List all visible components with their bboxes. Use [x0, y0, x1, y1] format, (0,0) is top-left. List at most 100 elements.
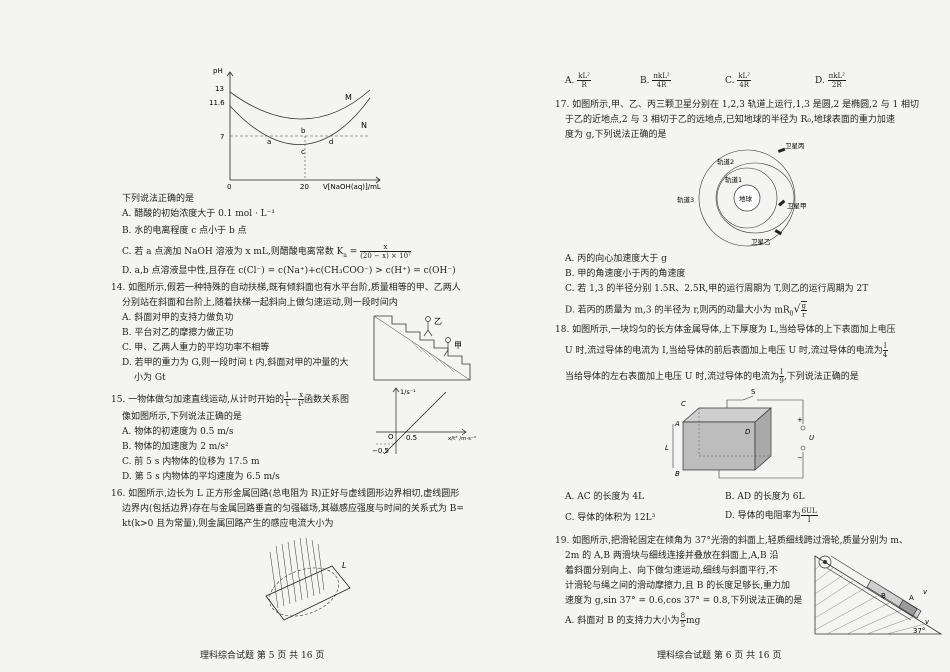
q17-r0-sub: 0 — [789, 310, 794, 318]
q13-option-c-text: C. 若 a 点滴加 NaOH 溶液为 x mL,则醋酸电离常数 K — [122, 247, 344, 257]
label-sat-bing: 卫星丙 — [785, 142, 805, 150]
q16-option-d-letter: D. — [815, 76, 825, 86]
q13-option-b: B. 水的电离程度 c 点小于 b 点 — [122, 226, 247, 236]
fig-label-jia: 甲 — [454, 341, 462, 350]
q18-option-c: C. 导体的体积为 12L³ — [565, 513, 656, 523]
q17-line1: 17. 如图所示,甲、乙、丙三颗卫星分别在 1,2,3 轨道上运行,1,3 是圆… — [555, 100, 920, 110]
q16-option-b-num: πkL² — [652, 72, 671, 81]
q17-sqrt-num: g — [800, 302, 807, 311]
q16-option-a-den: R — [581, 81, 587, 89]
q17-line2: 于乙的近地点,2 与 3 相切于乙的远地点,已知地球的半径为 R₀,地球表面的重… — [565, 115, 895, 125]
q16-option-d-den: 2R — [831, 81, 842, 89]
fig-label-l: L — [342, 561, 346, 570]
fig-label-yi: 乙 — [434, 317, 442, 326]
label-minus: − — [797, 454, 803, 462]
x-tick-0: 0 — [227, 183, 231, 191]
q15-frac-1-den: t — [285, 400, 289, 408]
q13-option-d: D. a,b 点溶液显中性,且存在 c(Cl⁻) = c(Na⁺)+c(CH₃C… — [122, 266, 456, 276]
q18-line3-den: 9 — [779, 377, 784, 385]
q19-option-a-den: 5 — [680, 621, 686, 629]
left-page: pH 13 11.6 7 0 20 V[NaOH(aq)]/mL M N a b… — [111, 67, 476, 661]
ph-tick-13: 13 — [215, 85, 224, 93]
q19-option-a-post: mg — [686, 616, 701, 626]
q14-option-b: B. 平台对乙的摩擦力做正功 — [122, 328, 234, 338]
q15-option-b: B. 物体的加速度为 2 m/s² — [122, 442, 229, 452]
q16-option-c-den: 4R — [739, 81, 750, 89]
q18-option-b: B. AD 的长度为 6L — [725, 492, 805, 502]
label-velocity-1: v — [923, 588, 928, 596]
curve-label-m: M — [345, 93, 352, 102]
q15-frac-2-den: t² — [298, 400, 304, 408]
q19-line5: 速度为 g,sin 37° = 0.6,cos 37° = 0.8,下列说法正确… — [565, 596, 803, 606]
q18-line2-text: U 时,流过导体的电流为 I,当给导体的前后表面加上电压 U 时,流过导体的电流… — [565, 346, 883, 356]
q18-line2: U 时,流过导体的电流为 I,当给导体的前后表面加上电压 U 时,流过导体的电流… — [565, 342, 888, 359]
q13-ka-num: x — [360, 243, 411, 252]
q18-option-d-den: I — [807, 516, 811, 524]
q15-frac-2-num: x — [298, 391, 305, 400]
q16-option-a-num: kL² — [577, 72, 591, 81]
q16-line2: 边界内(包括边界)存在与金属回路垂直的匀强磁场,其磁感应强度与时间的关系式为 B… — [122, 504, 464, 514]
q16-option-c-num: kL² — [737, 72, 752, 81]
q16-option-c-letter: C. — [725, 76, 735, 86]
q13-ka-sub: a — [343, 251, 347, 259]
q15-graph-origin: O — [388, 433, 394, 441]
q14-option-d-line1: D. 若甲的重力为 G,则一段时间 t 内,斜面对甲的冲量的大 — [122, 358, 349, 368]
q17-sqrt-den: r — [802, 311, 806, 319]
point-a: a — [267, 138, 271, 146]
q19-line4: 计滑轮与绳之间的滑动摩擦力,且 B 的长度足够长,重力加 — [565, 581, 791, 591]
q17-option-c: C. 若 1,3 的半径分别 1.5R、2.5R,甲的运行周期为 T,则乙的运行… — [565, 284, 869, 294]
label-l: L — [665, 444, 669, 452]
ph-titration-graph: pH 13 11.6 7 0 20 V[NaOH(aq)]/mL M N a b… — [209, 67, 381, 191]
label-earth: 地球 — [739, 194, 753, 203]
q18-line3-num: I — [779, 368, 784, 377]
q19-line3: 着斜面分别向上、向下做匀速运动,细线与斜面平行,不 — [565, 566, 778, 576]
q18-line3-text: 当给导体的左右表面加上电压 U 时,流过导体的电流为 — [565, 372, 780, 382]
q15-frac-1-num: 1 — [284, 391, 291, 400]
q19-line2: 2m 的 A,B 两滑块与细线连接并叠放在斜面上,A,B 沿 — [565, 551, 779, 561]
q15-option-a: A. 物体的初速度为 0.5 m/s — [122, 427, 234, 437]
q17-option-b: B. 甲的角速度小于丙的角速度 — [565, 269, 686, 279]
right-page-footer: 理科综合试题 第 6 页 共 16 页 — [657, 651, 782, 661]
q15-graph-ylabel: 1/s⁻¹ — [400, 388, 416, 396]
q17-line3: 度为 g,下列说法正确的是 — [565, 130, 667, 140]
label-b: B — [675, 470, 680, 478]
conductor-figure: C S A D L B U + − — [665, 388, 814, 479]
q14-option-d-line2: 小为 Gt — [134, 373, 166, 383]
x-axis-label: V[NaOH(aq)]/mL — [323, 183, 381, 191]
q14-option-c: C. 甲、乙两人重力的平均功率不相等 — [122, 343, 270, 353]
q16-line1: 16. 如图所示,边长为 L 正方形金属回路(总电阻为 R)正好与虚线圆形边界相… — [111, 489, 460, 499]
q18-line2-num: I — [882, 342, 888, 351]
q15-line1-text: 15. 一物体做匀加速直线运动,从计时开始的 — [111, 395, 285, 405]
q15-line2: 像如图所示,下列说法正确的是 — [122, 412, 242, 422]
label-angle: 37° — [913, 627, 925, 635]
q13-ka-fraction: x(20 − x) × 10⁷ — [360, 243, 411, 260]
q13-stem: 下列说法正确的是 — [122, 194, 195, 204]
q17-option-a: A. 丙的向心加速度大于 g — [565, 254, 667, 264]
label-plus: + — [797, 416, 803, 424]
label-orbit-1: 轨道1 — [725, 175, 742, 184]
curve-label-n: N — [361, 121, 367, 130]
q15-graph-x-tick: 0.5 — [406, 434, 417, 442]
q15-line1-post: 函数关系图 — [304, 395, 350, 405]
q13-ka-den: (20 − x) × 10⁷ — [360, 252, 411, 260]
q14-line2: 分别站在斜面和台阶上,随着扶梯一起斜向上做匀速运动,则一段时间内 — [122, 298, 398, 308]
q15-option-c: C. 前 5 s 内物体的位移为 17.5 m — [122, 457, 260, 467]
q18-line1: 18. 如图所示,一块均匀的长方体金属导体,上下厚度为 L,当给导体的上下表面加… — [555, 325, 896, 335]
ph-axis-label: pH — [213, 67, 223, 75]
label-d: D — [745, 428, 751, 436]
